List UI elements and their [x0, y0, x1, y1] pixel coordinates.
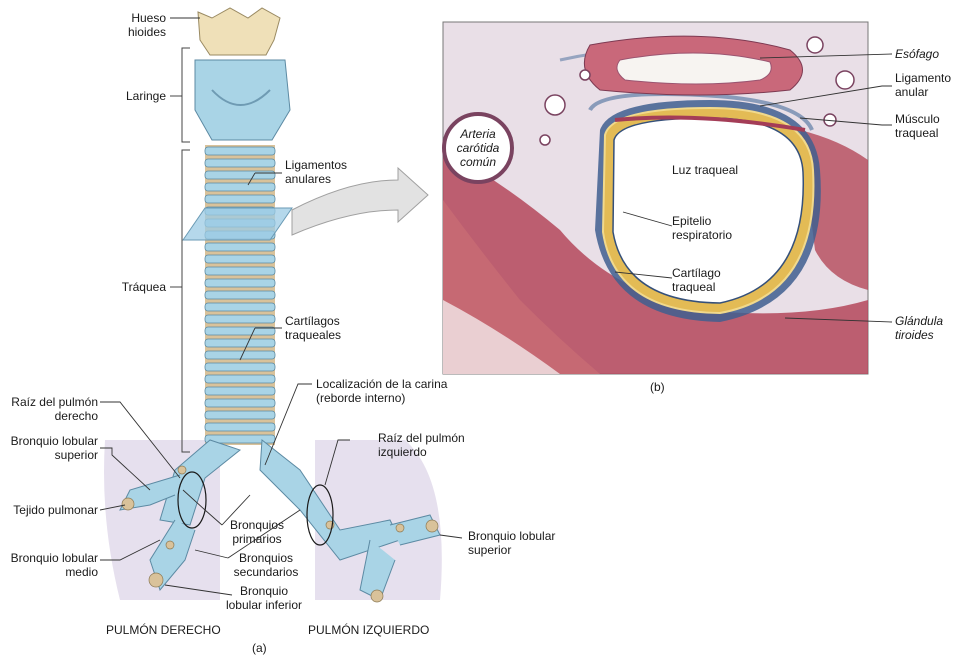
label-laringe: Laringe	[125, 89, 166, 103]
label-traquea: Tráquea	[121, 280, 166, 294]
section-plane	[182, 207, 293, 241]
label-bronquios-secundarios: Bronquios secundarios	[233, 551, 299, 579]
micrograph	[442, 21, 869, 375]
label-pulmon-derecho: PULMÓN DERECHO	[106, 623, 221, 637]
magnify-arrow	[291, 166, 429, 236]
label-bronquio-lobular-superior-izquierdo: Bronquio lobular superior	[468, 529, 556, 557]
label-esofago: Esófago	[895, 47, 940, 61]
label-raiz-pulmon-derecho: Raíz del pulmón derecho	[11, 395, 98, 423]
label-bronquio-lobular-inferior: Bronquio lobular inferior	[225, 584, 303, 612]
label-bronquio-lobular-medio: Bronquio lobular medio	[10, 551, 98, 579]
right-lung-root-marker	[177, 471, 207, 529]
label-hueso-hioides: Hueso hioides	[127, 11, 166, 39]
label-musculo-traqueal: Músculo traqueal	[895, 112, 940, 140]
label-bronquio-lobular-superior-derecho: Bronquio lobular superior	[10, 434, 98, 462]
caption-b: (b)	[650, 380, 665, 394]
larynx-bracket	[181, 47, 190, 143]
label-pulmon-izquierdo: PULMÓN IZQUIERDO	[308, 623, 430, 637]
label-tejido-pulmonar: Tejido pulmonar	[13, 503, 98, 517]
label-cartilagos-traqueales: Cartílagos traqueales	[285, 314, 342, 342]
hyoid-bone	[197, 7, 281, 56]
label-glandula-tiroides: Glándula tiroides	[895, 314, 944, 342]
trachea-rings	[204, 145, 276, 445]
larynx	[194, 59, 291, 141]
trachealis-muscle	[614, 115, 806, 132]
right-primary-bronchus	[159, 439, 242, 526]
left-lung-root-marker	[306, 484, 334, 546]
trachea-bracket	[181, 149, 190, 453]
label-ligamento-anular: Ligamento anular	[895, 71, 952, 99]
label-raiz-pulmon-izquierdo: Raíz del pulmón izquierdo	[378, 431, 465, 459]
label-arteria-carotida: Arteria carótida común	[456, 127, 500, 169]
label-bronquios-primarios: Bronquios primarios	[229, 518, 285, 546]
label-cartilago-traqueal: Cartílago traqueal	[672, 266, 721, 294]
caption-a: (a)	[252, 641, 267, 655]
label-luz-traqueal: Luz traqueal	[672, 163, 739, 177]
label-ligamentos-anulares: Ligamentos anulares	[285, 158, 348, 186]
label-localizacion-carina: Localización de la carina (reborde inter…	[316, 377, 448, 405]
left-lung-tissue	[315, 440, 442, 600]
carotid-artery	[442, 112, 514, 184]
label-epitelio-respiratorio: Epitelio respiratorio	[672, 214, 733, 242]
